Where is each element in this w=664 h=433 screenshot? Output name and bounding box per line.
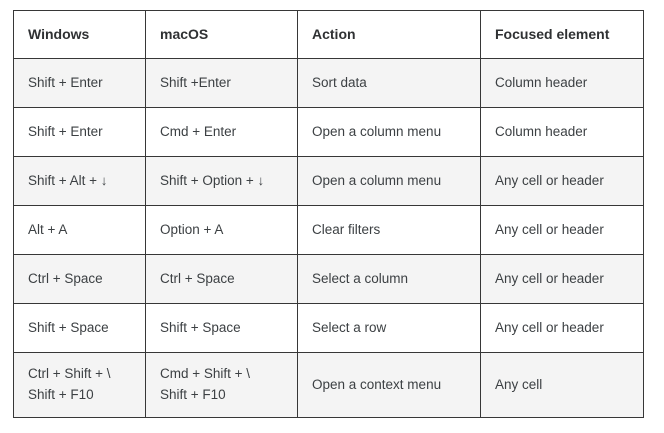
table-row: Shift + Enter Shift +Enter Sort data Col… — [13, 58, 644, 108]
cell-action: Open a column menu — [297, 156, 481, 206]
cell-macos-line-1: Cmd + Shift + \ — [160, 366, 251, 382]
cell-macos: Shift + Space — [145, 303, 298, 353]
cell-macos: Cmd + Shift + \ Shift + F10 — [145, 352, 298, 418]
cell-action: Select a column — [297, 254, 481, 304]
cell-macos: Cmd + Enter — [145, 107, 298, 157]
cell-macos: Shift + Option + ↓ — [145, 156, 298, 206]
cell-windows: Ctrl + Shift + \ Shift + F10 — [13, 352, 146, 418]
cell-macos: Option + A — [145, 205, 298, 255]
cell-focused-element: Any cell or header — [480, 254, 644, 304]
cell-windows: Shift + Alt + ↓ — [13, 156, 146, 206]
cell-windows: Ctrl + Space — [13, 254, 146, 304]
cell-action: Clear filters — [297, 205, 481, 255]
cell-focused-element: Any cell or header — [480, 303, 644, 353]
table-header-row: Windows macOS Action Focused element — [13, 10, 644, 59]
cell-macos-line-2: Shift + F10 — [160, 387, 226, 402]
cell-focused-element: Any cell or header — [480, 156, 644, 206]
cell-windows-line-2: Shift + F10 — [28, 387, 94, 402]
column-header-macos: macOS — [145, 10, 298, 59]
cell-windows: Alt + A — [13, 205, 146, 255]
column-header-focused-element: Focused element — [480, 10, 644, 59]
cell-windows: Shift + Enter — [13, 107, 146, 157]
table-row: Shift + Enter Cmd + Enter Open a column … — [13, 107, 644, 157]
cell-focused-element: Column header — [480, 107, 644, 157]
cell-focused-element: Any cell — [480, 352, 644, 418]
cell-windows: Shift + Enter — [13, 58, 146, 108]
keyboard-shortcuts-table: Windows macOS Action Focused element Shi… — [13, 10, 644, 418]
table-row: Ctrl + Shift + \ Shift + F10 Cmd + Shift… — [13, 352, 644, 418]
table-header: Windows macOS Action Focused element — [13, 10, 644, 59]
cell-windows-line-1: Ctrl + Shift + \ — [28, 366, 111, 382]
cell-macos: Shift +Enter — [145, 58, 298, 108]
table-row: Shift + Alt + ↓ Shift + Option + ↓ Open … — [13, 156, 644, 206]
shortcuts-table-container: Windows macOS Action Focused element Shi… — [13, 10, 644, 418]
column-header-action: Action — [297, 10, 481, 59]
column-header-windows: Windows — [13, 10, 146, 59]
cell-action: Open a context menu — [297, 352, 481, 418]
cell-macos: Ctrl + Space — [145, 254, 298, 304]
table-row: Alt + A Option + A Clear filters Any cel… — [13, 205, 644, 255]
cell-action: Open a column menu — [297, 107, 481, 157]
table-row: Ctrl + Space Ctrl + Space Select a colum… — [13, 254, 644, 304]
cell-focused-element: Any cell or header — [480, 205, 644, 255]
cell-action: Sort data — [297, 58, 481, 108]
table-body: Shift + Enter Shift +Enter Sort data Col… — [13, 58, 644, 418]
cell-focused-element: Column header — [480, 58, 644, 108]
cell-windows: Shift + Space — [13, 303, 146, 353]
table-row: Shift + Space Shift + Space Select a row… — [13, 303, 644, 353]
cell-action: Select a row — [297, 303, 481, 353]
